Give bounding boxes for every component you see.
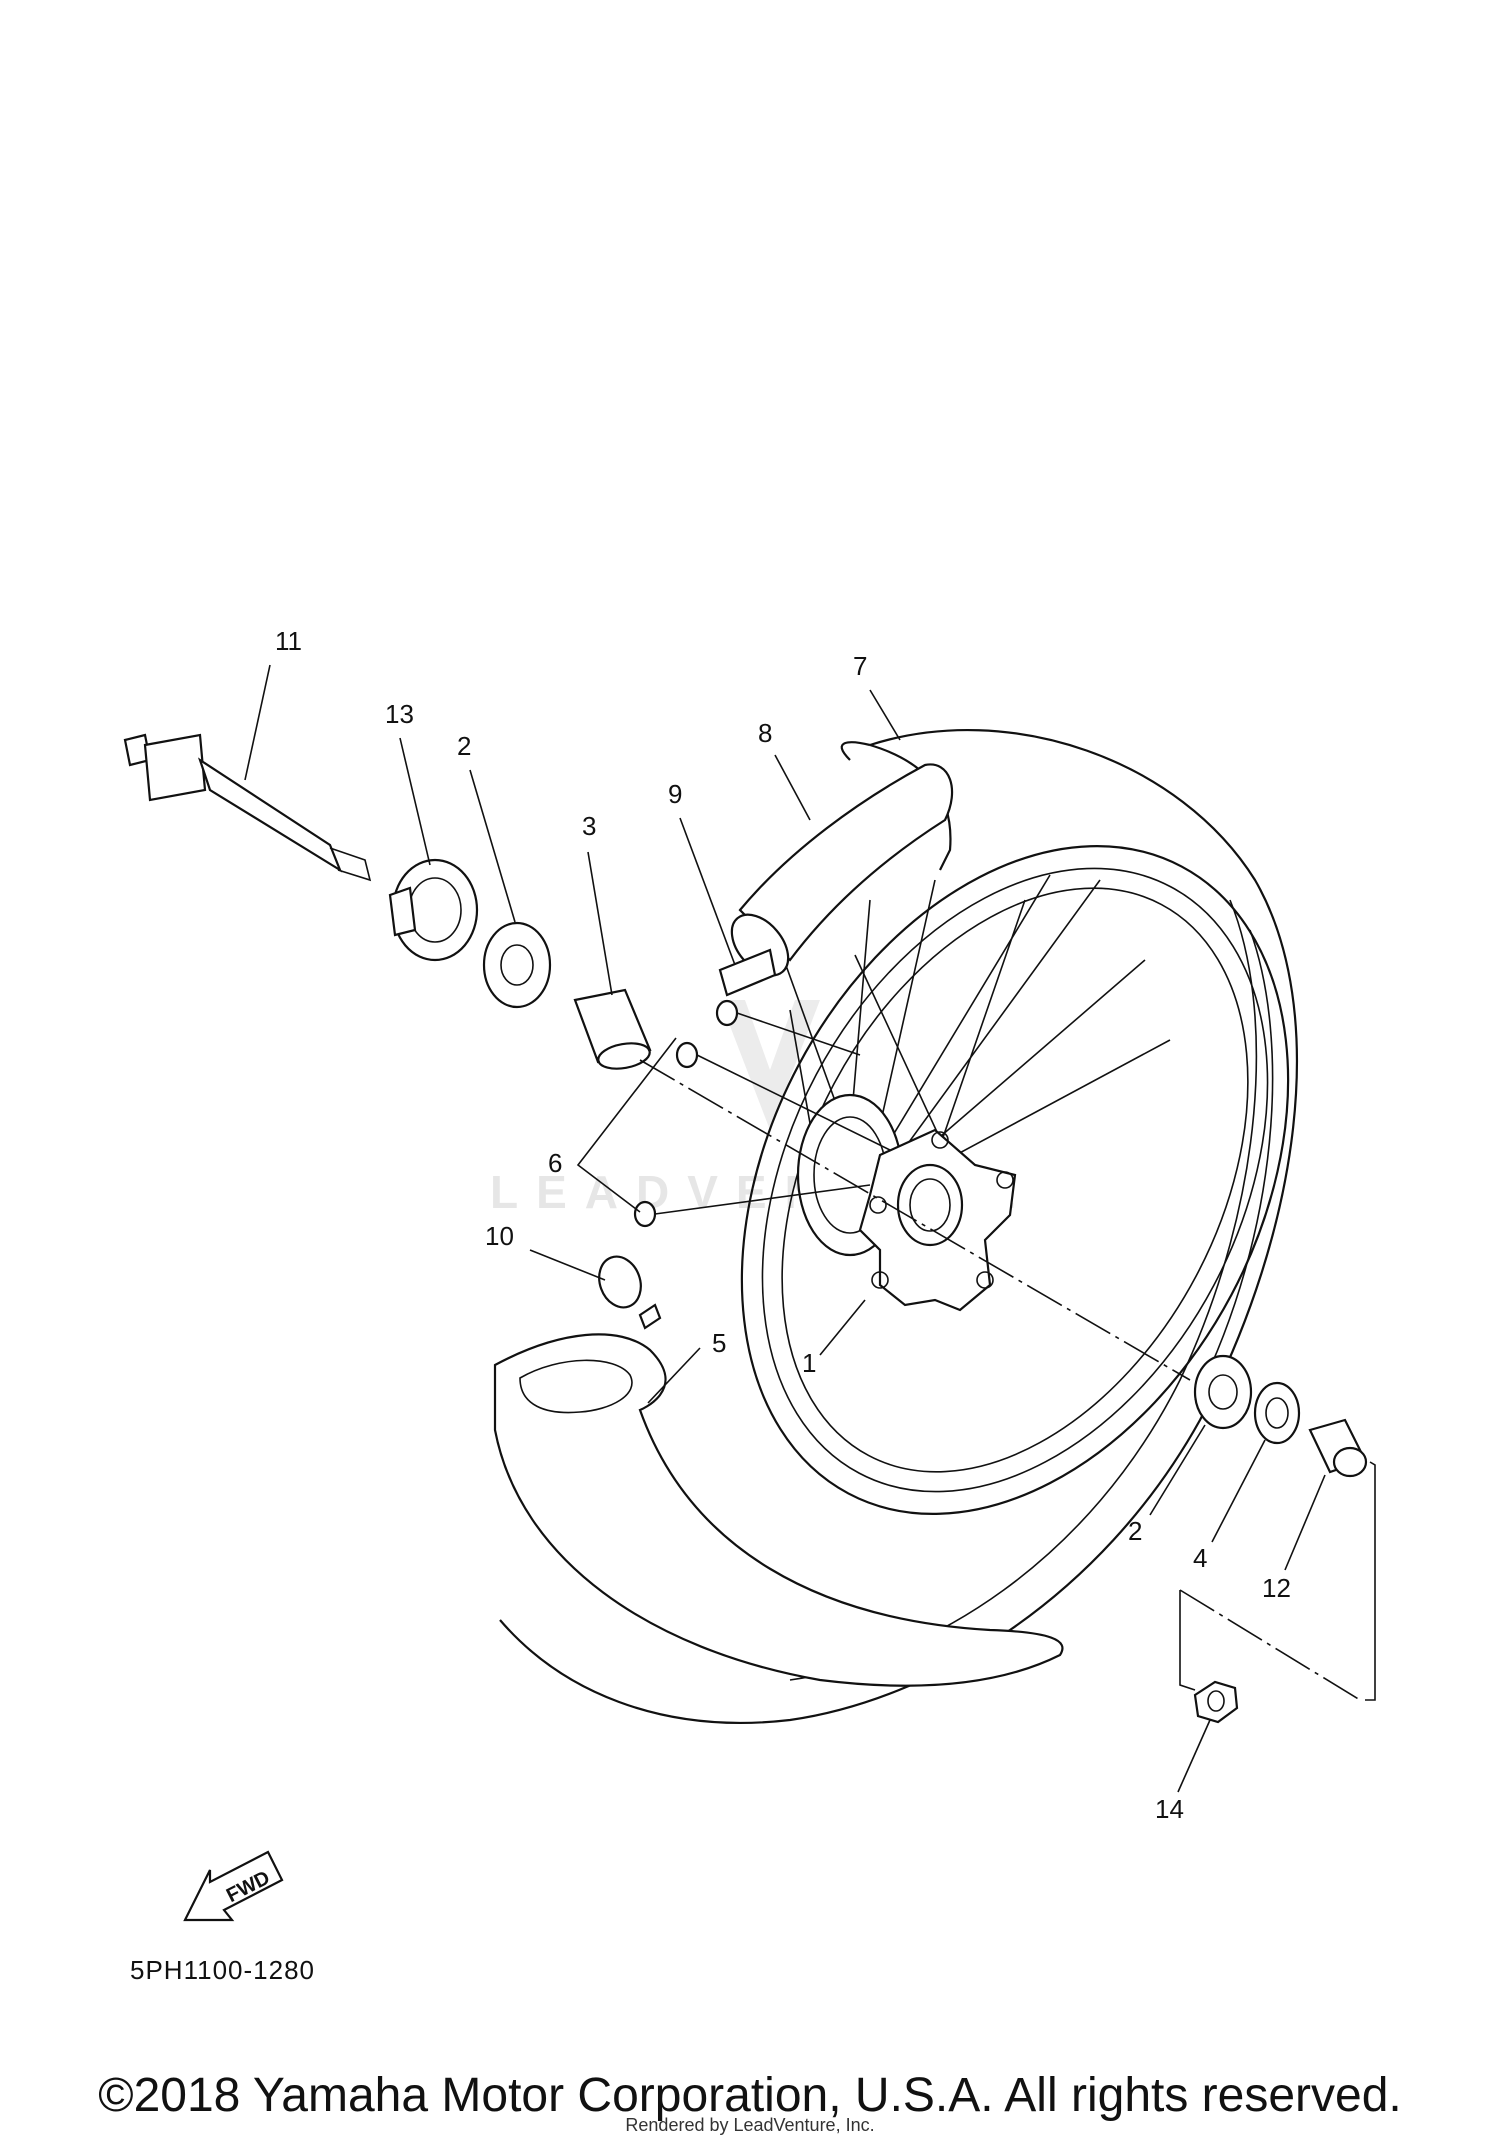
callout-2-right: 2 xyxy=(1128,1516,1142,1546)
spacer xyxy=(573,988,652,1070)
callout-4: 4 xyxy=(1193,1543,1207,1573)
callout-14: 14 xyxy=(1155,1794,1184,1824)
callout-3: 3 xyxy=(582,811,596,841)
copyright-text: ©2018 Yamaha Motor Corporation, U.S.A. A… xyxy=(98,2069,1402,2122)
callout-2-left: 2 xyxy=(457,731,471,761)
rim-strip xyxy=(730,763,954,977)
nut xyxy=(1193,1680,1239,1724)
callout-12: 12 xyxy=(1262,1573,1291,1603)
callout-13: 13 xyxy=(385,699,414,729)
diagram-reference: 5PH1100-1280 xyxy=(130,1955,315,1985)
callout-7: 7 xyxy=(853,651,867,681)
callout-11: 11 xyxy=(275,626,302,656)
callout-8: 8 xyxy=(758,718,772,748)
fwd-arrow-icon: FWD xyxy=(183,1850,284,1922)
bearing-left xyxy=(482,921,552,1009)
callout-10: 10 xyxy=(485,1221,514,1251)
valve xyxy=(718,948,777,997)
collar-right xyxy=(1308,1418,1368,1478)
balance-weights xyxy=(633,999,739,1228)
rendered-by-text: Rendered by LeadVenture, Inc. xyxy=(625,2115,875,2135)
callout-6: 6 xyxy=(548,1148,562,1178)
collar xyxy=(388,858,479,962)
callout-5: 5 xyxy=(712,1328,726,1358)
leader-lines xyxy=(244,664,1326,1793)
rim xyxy=(740,845,1290,1515)
assembly-lines xyxy=(639,1012,1376,1701)
callout-1: 1 xyxy=(802,1348,816,1378)
axle xyxy=(123,733,372,882)
callouts: 11 13 2 3 9 8 7 6 10 5 1 2 4 12 14 xyxy=(275,626,1291,1824)
bearing-right xyxy=(1193,1354,1253,1430)
oil-seal xyxy=(1253,1381,1301,1445)
callout-9: 9 xyxy=(668,779,682,809)
hub xyxy=(796,1093,1017,1312)
inner-tube xyxy=(493,1255,1064,1687)
